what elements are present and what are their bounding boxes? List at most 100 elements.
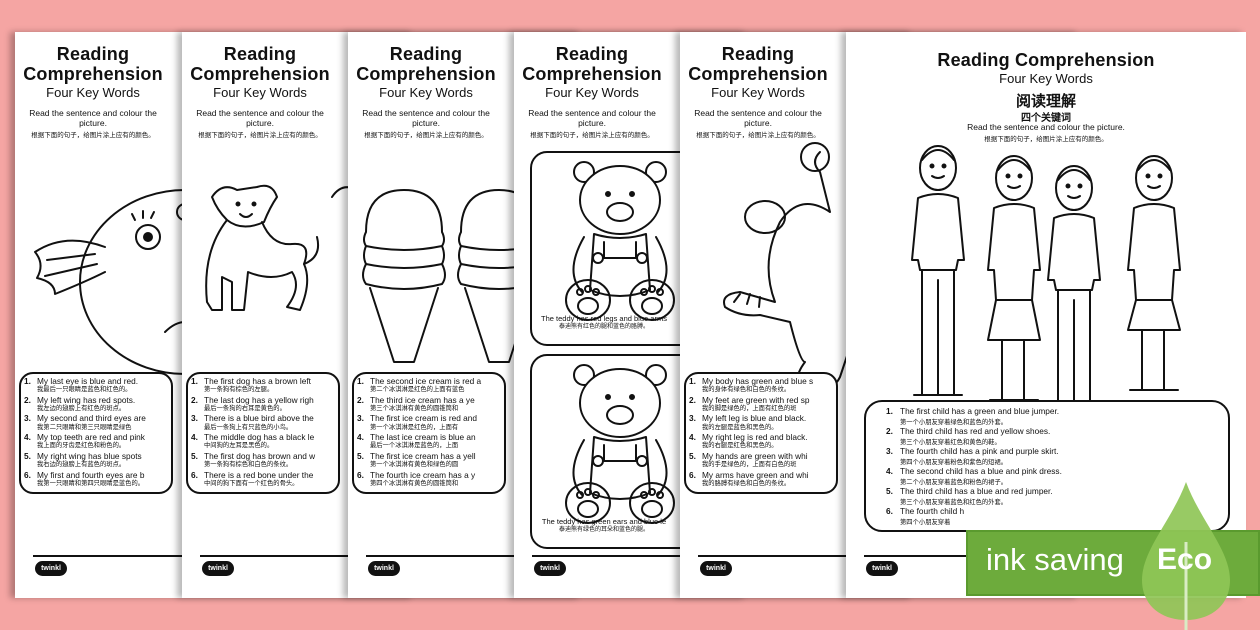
sentence-cn: 我的身体有绿色和白色的条纹。 bbox=[702, 386, 791, 394]
sentence-cn: 我的右腿是红色和黑色的。 bbox=[702, 442, 778, 450]
sentence-cn: 中间的狗下面有一个红色的骨头。 bbox=[204, 479, 299, 487]
sentence-number: 1. bbox=[886, 406, 893, 416]
sentence-item: 1.My last eye is blue and red.我最后一只眼睛是蓝色… bbox=[21, 376, 171, 394]
caption-cn: 泰迪熊有绿色的耳朵和蓝色的腿。 bbox=[558, 527, 649, 533]
sheet-subtitle: Four Key Words bbox=[711, 85, 805, 100]
sentence-en: The first dog has brown and w bbox=[204, 450, 316, 461]
sheet-title: Reading Comprehension bbox=[356, 44, 496, 84]
sheet-subtitle-cn: 四个关键词 bbox=[1021, 113, 1071, 124]
sentence-number: 4. bbox=[886, 466, 893, 476]
caption-en: The teddy has red legs and blue arms bbox=[541, 314, 667, 323]
sentence-cn: 中间狗的左耳是黑色的。 bbox=[204, 442, 274, 450]
sentence-item: 3. The fourth child has a pink and purple… bbox=[886, 446, 1059, 466]
sentence-cn: 第一条狗有棕色和白色的条纹。 bbox=[204, 461, 293, 469]
sentence-en: The third child has a blue and red jumpe… bbox=[900, 486, 1053, 496]
sentence-number: 5. bbox=[24, 450, 31, 461]
sheet-title: Reading Comprehension bbox=[522, 44, 662, 84]
sentence-en: My left leg is blue and black. bbox=[702, 413, 807, 424]
sentence-en: My body has green and blue s bbox=[702, 376, 814, 386]
sentence-en: My arms have green and whi bbox=[702, 469, 809, 480]
sentence-number: 2. bbox=[886, 426, 893, 436]
sentence-number: 5. bbox=[689, 450, 696, 461]
instruction-cn: 根据下面的句子，给图片涂上应有的颜色。 bbox=[984, 136, 1108, 143]
sentence-en: My hands are green with whi bbox=[702, 450, 808, 461]
sentence-cn: 我第二只眼睛和第三只眼睛是绿色 bbox=[37, 423, 132, 431]
sentence-en: The first ice cream is red and bbox=[370, 413, 477, 424]
sentence-number: 6. bbox=[24, 469, 31, 480]
sentence-cn: 最后一条狗上有只蓝色的小鸟。 bbox=[204, 423, 293, 431]
sentence-cn: 我的脚是绿色的，上面有红色的斑 bbox=[702, 404, 797, 412]
sentence-cn: 我左边的翅膀上有红色的斑点。 bbox=[37, 404, 126, 412]
sentence-en: My right leg is red and black. bbox=[702, 432, 808, 443]
sentence-cn: 第三个小朋友穿着蓝色和红色的外套。 bbox=[900, 499, 1008, 506]
sentence-en: The first dog has a brown left bbox=[204, 376, 311, 386]
sentence-number: 3. bbox=[886, 446, 893, 456]
sentence-cn: 我第一只眼睛和第四只眼睛是蓝色的。 bbox=[37, 479, 145, 487]
twinkl-logo: twinkl bbox=[866, 561, 898, 576]
sheet-subtitle: Four Key Words bbox=[213, 85, 307, 100]
sentence-number: 2. bbox=[357, 394, 364, 405]
sentence-number: 4. bbox=[357, 432, 364, 443]
sentence-item: 2. The third child has red and yellow sho… bbox=[886, 426, 1051, 446]
sheet-title: Reading Comprehension bbox=[688, 44, 828, 84]
instruction: Read the sentence and colour the picture… bbox=[528, 108, 656, 128]
sentence-number: 2. bbox=[24, 394, 31, 405]
sentence-item: 4.The second child has a blue and pink d… bbox=[886, 466, 1062, 486]
sentence-number: 5. bbox=[191, 450, 198, 461]
sentence-cn: 第二个小朋友穿着蓝色和粉色的裙子。 bbox=[900, 479, 1008, 486]
sentence-cn: 我最后一只眼睛是蓝色和红色的。 bbox=[37, 386, 132, 394]
instruction: Read the sentence and colour the picture… bbox=[694, 108, 822, 128]
caption-en: The teddy has green ears and blue le bbox=[541, 517, 667, 526]
sheet-subtitle: Four Key Words bbox=[545, 85, 639, 100]
sentence-number: 3. bbox=[357, 413, 364, 424]
sentence-en: My first and fourth eyes are b bbox=[37, 469, 145, 480]
caption-cn: 泰迪熊有红色的腿和蓝色的胳膊。 bbox=[558, 324, 649, 330]
sentence-cn: 我的手是绿色的，上面有白色的斑 bbox=[702, 461, 797, 469]
sheet-subtitle: Four Key Words bbox=[46, 85, 140, 100]
sentence-en: The last ice cream is blue an bbox=[370, 432, 476, 443]
sentence-cn: 我的胳膊有绿色和白色的条纹。 bbox=[702, 479, 791, 487]
sentence-cn: 最后一个冰淇淋是蓝色的，上面 bbox=[370, 442, 459, 450]
sentence-cn: 第一个冰淇淋有黄色和绿色的圆 bbox=[370, 461, 459, 469]
sheet-title: Reading Comprehension bbox=[190, 44, 330, 84]
sentence-en: My right wing has blue spots bbox=[37, 450, 142, 461]
sentence-cn: 我上面的牙齿是红色和粉色的。 bbox=[37, 442, 126, 450]
sentence-item: 1.The first child has a green and blue j… bbox=[886, 406, 1059, 426]
sentence-cn: 我的左腿是蓝色和黑色的。 bbox=[702, 423, 778, 431]
sentence-number: 1. bbox=[357, 376, 364, 386]
sentence-box: 1.The first child has a green and blue j… bbox=[864, 400, 1230, 532]
sentence-number: 5. bbox=[886, 486, 893, 496]
sentence-cn: 第一个冰淇淋是红色的，上面有 bbox=[370, 423, 459, 431]
instruction-cn: 根据下面的句子，给图片涂上应有的颜色。 bbox=[364, 132, 488, 139]
sheet-subtitle: Four Key Words bbox=[379, 85, 473, 100]
instruction: Read the sentence and colour the picture… bbox=[29, 108, 157, 128]
sentence-box: 1.My last eye is blue and red.我最后一只眼睛是蓝色… bbox=[19, 372, 173, 495]
sentence-number: 4. bbox=[689, 432, 696, 443]
sentence-en: The third child has red and yellow shoes… bbox=[900, 426, 1051, 436]
twinkl-logo: twinkl bbox=[534, 561, 566, 576]
eco-drop-icon bbox=[1142, 482, 1230, 630]
sentence-en: My second and third eyes are bbox=[37, 413, 146, 424]
sheet-title: Reading Comprehension bbox=[937, 50, 1155, 70]
sentence-number: 1. bbox=[191, 376, 198, 386]
sentence-en: My top teeth are red and pink bbox=[37, 432, 145, 443]
sentence-en: The fourth child has a pink and purple s… bbox=[900, 446, 1059, 456]
